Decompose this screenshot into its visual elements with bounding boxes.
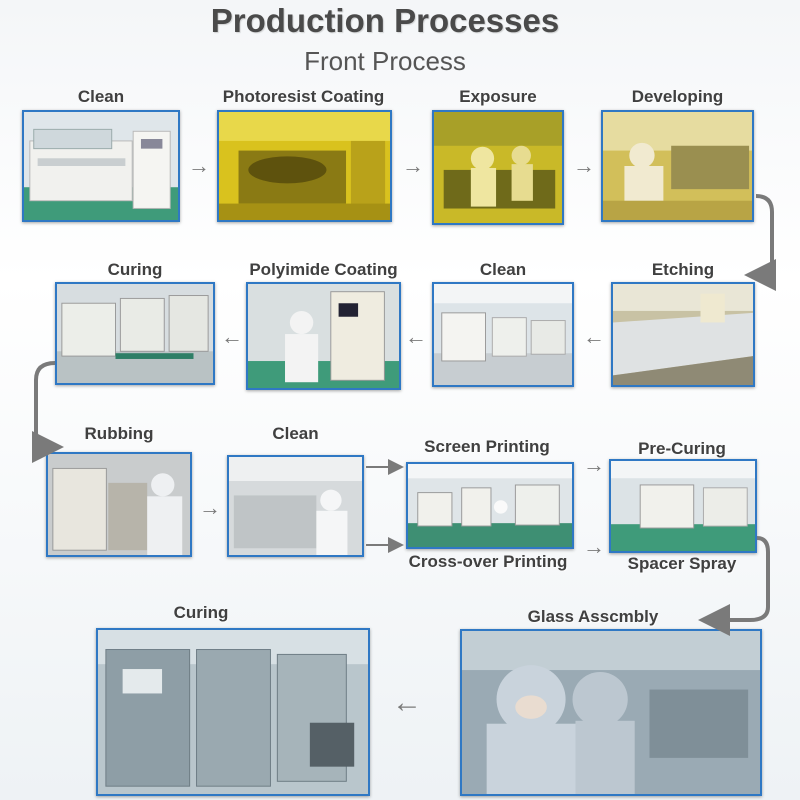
step-label-curing-2: Curing	[173, 603, 229, 622]
step-label-clean-1: Clean	[77, 87, 125, 106]
photo-etching	[611, 282, 755, 387]
step-label-cross-over-printing: Cross-over Printing	[408, 552, 568, 571]
photo-glass-assembly	[460, 629, 762, 796]
step-label-polyimide-coating: Polyimide Coating	[249, 260, 398, 279]
arrow-left-icon: ←	[405, 324, 427, 349]
page-title: Production Processes	[210, 2, 560, 39]
arrow-left-icon: ←	[221, 324, 243, 349]
step-label-clean-3: Clean	[272, 424, 319, 443]
connector-developing-etching	[744, 194, 777, 291]
step-label-curing-1: Curing	[107, 260, 163, 279]
arrow-right-icon: →	[583, 534, 605, 559]
photo-exposure	[432, 110, 564, 225]
photo-photoresist-coating	[217, 110, 392, 222]
photo-polyimide-coating	[246, 282, 401, 390]
photo-pre-curing	[609, 459, 757, 553]
step-label-clean-2: Clean	[479, 260, 527, 279]
step-label-rubbing: Rubbing	[84, 424, 154, 443]
photo-screen-printing	[406, 462, 574, 549]
photo-developing	[601, 110, 754, 222]
photo-clean-3	[227, 455, 364, 557]
photo-clean-1	[22, 110, 180, 222]
step-label-glass-assembly: Glass Asscmbly	[527, 607, 659, 626]
step-label-developing: Developing	[631, 87, 724, 106]
arrow-right-icon: →	[573, 153, 595, 178]
photo-clean-2	[432, 282, 574, 387]
arrow-left-icon: ←	[583, 324, 605, 349]
step-label-spacer-spray: Spacer Spray	[627, 554, 737, 573]
connector-curing-rubbing	[31, 361, 64, 463]
photo-curing-2	[96, 628, 370, 796]
step-label-etching: Etching	[651, 260, 715, 279]
arrow-right-icon: →	[583, 452, 605, 477]
step-label-exposure: Exposure	[459, 87, 537, 106]
step-label-screen-printing: Screen Printing	[424, 437, 550, 456]
page-subtitle: Front Process	[304, 46, 466, 76]
connector-spacer-glass	[698, 536, 770, 636]
step-label-photoresist-coating: Photoresist Coating	[222, 87, 385, 106]
photo-curing-1	[55, 282, 215, 385]
arrow-right-icon: →	[402, 153, 424, 178]
arrow-left-icon: ←	[392, 686, 422, 719]
step-label-pre-curing: Pre-Curing	[638, 439, 726, 458]
arrow-right-icon: →	[199, 495, 221, 520]
photo-rubbing	[46, 452, 192, 557]
arrow-right-icon: →	[188, 153, 210, 178]
